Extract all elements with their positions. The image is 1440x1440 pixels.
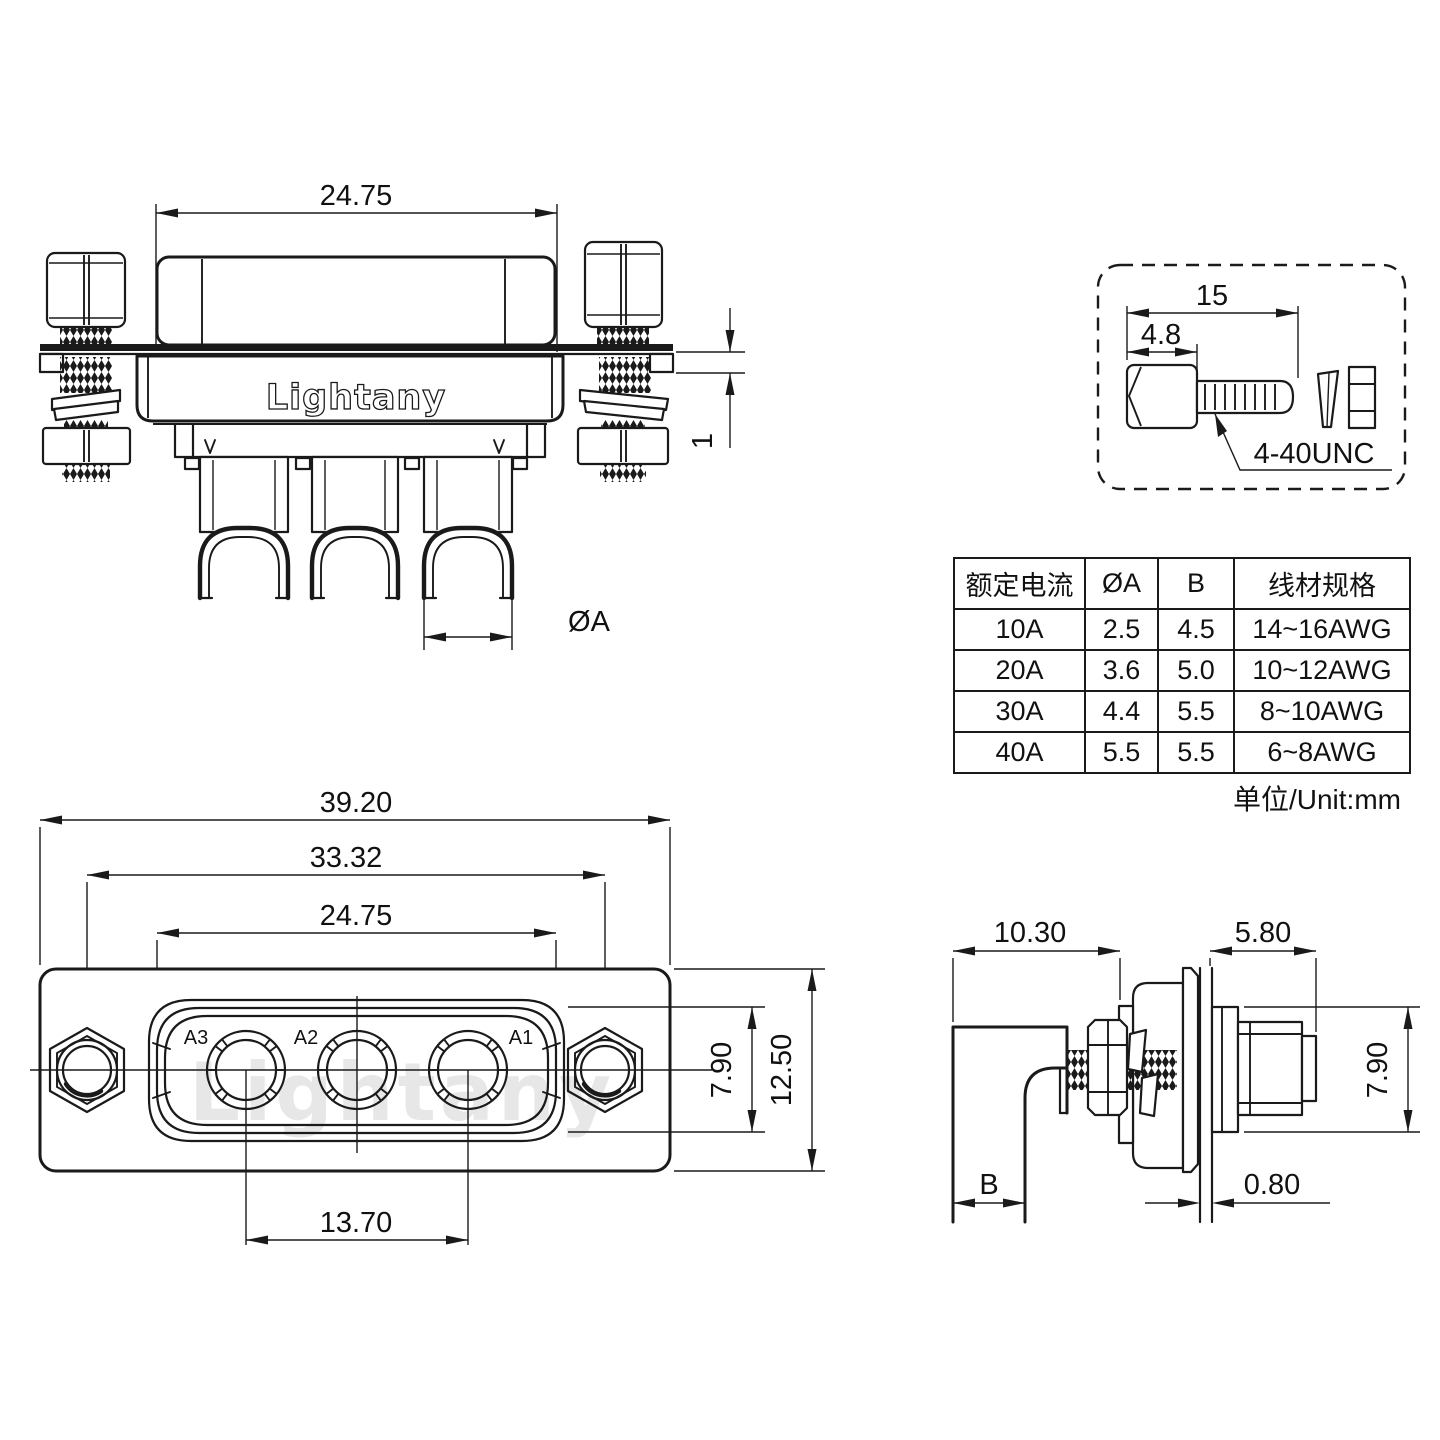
unit-note: 单位/Unit:mm	[1232, 784, 1401, 815]
side-thread-front	[1067, 1050, 1088, 1090]
side-dim-b: B	[953, 1169, 1025, 1208]
top-dim-gasket: 1	[676, 308, 745, 449]
front-dim-3920: 39.20	[39, 787, 671, 965]
cell-diameter: 4.4	[1084, 689, 1159, 733]
screw-stack-right	[576, 357, 670, 482]
cell-diameter: 2.5	[1084, 607, 1159, 651]
detail-nut	[1347, 365, 1377, 430]
cell-diameter: 5.5	[1084, 730, 1159, 775]
detail-screw-body	[1125, 363, 1295, 430]
cell-wire: 8~10AWG	[1233, 689, 1411, 733]
dim-depth: 10.30	[994, 917, 1067, 949]
mating-shell	[155, 255, 557, 347]
contact-barrels	[198, 455, 514, 534]
cell-current: 30A	[953, 689, 1086, 733]
top-dim-shell-width: 24.75	[155, 180, 558, 352]
side-dim-1030: 10.30	[952, 917, 1121, 1022]
thread-spec-label: 4-40UNC	[1254, 438, 1375, 470]
pin-label-a3: A3	[184, 1027, 208, 1049]
dim-collar-height: 7.90	[1362, 1042, 1394, 1098]
cell-b: 5.5	[1157, 689, 1235, 733]
wire-lug	[951, 1025, 1069, 1224]
mounting-flange	[38, 344, 675, 374]
cell-wire: 10~12AWG	[1233, 648, 1411, 692]
side-thumbscrew	[1210, 1005, 1318, 1134]
side-dim-580: 5.80	[1209, 917, 1317, 1032]
col-header-diameter-a: ØA	[1084, 557, 1159, 610]
detail-dim-15: 15	[1126, 280, 1299, 378]
logo-top-view: Lightany	[266, 378, 446, 418]
dim-total-width: 39.20	[320, 787, 393, 819]
d-shell	[147, 998, 566, 1143]
side-flange	[1181, 966, 1214, 1224]
vent-mark-left	[204, 439, 216, 454]
dim-screw-length: 5.80	[1235, 917, 1291, 949]
side-lockwasher-2	[1138, 1072, 1160, 1118]
front-dim-2475: 24.75	[156, 900, 557, 998]
col-header-rated-current: 额定电流	[953, 557, 1086, 610]
spec-table: 额定电流 ØA B 线材规格 10A 2.5 4.5 14~16AWG 20A …	[953, 557, 1411, 775]
tab-4	[511, 456, 529, 471]
dim-gasket-1: 1	[687, 433, 719, 449]
top-dim-cup-diameter: ØA	[423, 600, 611, 650]
col-header-b: B	[1157, 557, 1235, 610]
cell-current: 40A	[953, 730, 1086, 775]
table-row: 10A 2.5 4.5 14~16AWG	[953, 607, 1411, 651]
dim-shell-width: 24.75	[320, 900, 393, 932]
cell-b: 4.5	[1157, 607, 1235, 651]
dim-screw-15: 15	[1196, 280, 1228, 312]
pin-label-a2: A2	[294, 1027, 318, 1049]
tab-3	[403, 456, 421, 471]
cell-b: 5.5	[1157, 730, 1235, 775]
detail-box-border	[1096, 263, 1407, 491]
thumbscrew-right	[583, 240, 664, 345]
table-row: 20A 3.6 5.0 10~12AWG	[953, 648, 1411, 692]
wire-cups	[197, 525, 515, 601]
cell-b: 5.0	[1157, 648, 1235, 692]
top-view: 24.75	[38, 180, 745, 650]
dim-panel-thickness: 0.80	[1244, 1169, 1300, 1201]
tab-2	[294, 456, 312, 471]
detail-dim-48: 4.8	[1127, 319, 1198, 378]
spec-table-header-row: 额定电流 ØA B 线材规格	[953, 557, 1411, 610]
screw-stack-left	[41, 357, 132, 482]
detail-washer	[1316, 369, 1340, 429]
dim-lug-width: B	[979, 1169, 998, 1201]
pin-label-a1: A1	[509, 1027, 533, 1049]
screw-detail: 15 4.8 4-40UNC	[1096, 263, 1407, 491]
side-hex-nut	[1086, 1018, 1129, 1117]
side-dim-790: 7.90	[1244, 1006, 1420, 1133]
side-dim-080: 0.80	[1145, 1169, 1330, 1208]
detail-thread-callout: 4-40UNC	[1214, 413, 1392, 471]
cell-current: 20A	[953, 648, 1086, 692]
front-dim-790: 7.90	[568, 1006, 765, 1133]
dim-total-height: 12.50	[766, 1034, 798, 1107]
cell-diameter: 3.6	[1084, 648, 1159, 692]
watermark-front-view: Lightany	[189, 1046, 615, 1139]
front-dim-1250: 12.50	[674, 968, 825, 1172]
cell-current: 10A	[953, 607, 1086, 651]
front-view: 39.20 33.32 24.75 Lightany	[30, 787, 825, 1245]
cell-wire: 6~8AWG	[1233, 730, 1411, 775]
table-row: 40A 5.5 5.5 6~8AWG	[953, 730, 1411, 775]
side-lockwasher-1	[1126, 1028, 1148, 1074]
table-row: 30A 4.4 5.5 8~10AWG	[953, 689, 1411, 733]
side-view: 10.30 5.80	[951, 917, 1420, 1224]
rear-housing	[135, 354, 565, 423]
dim-cup-diameter-label: ØA	[568, 606, 611, 638]
housing-step	[173, 422, 547, 459]
dim-mount-centers: 33.32	[310, 842, 383, 874]
dim-opening-height: 7.90	[706, 1042, 738, 1098]
dim-contact-span: 13.70	[320, 1207, 393, 1239]
thumbscrew-left	[45, 251, 127, 345]
dim-screw-48: 4.8	[1141, 319, 1181, 351]
tab-1	[183, 456, 201, 471]
vent-mark-right	[493, 439, 505, 454]
dim-top-2475: 24.75	[320, 180, 393, 212]
cell-wire: 14~16AWG	[1233, 607, 1411, 651]
col-header-wire-gauge: 线材规格	[1233, 557, 1411, 610]
front-dim-1370: 13.70	[246, 1207, 468, 1245]
